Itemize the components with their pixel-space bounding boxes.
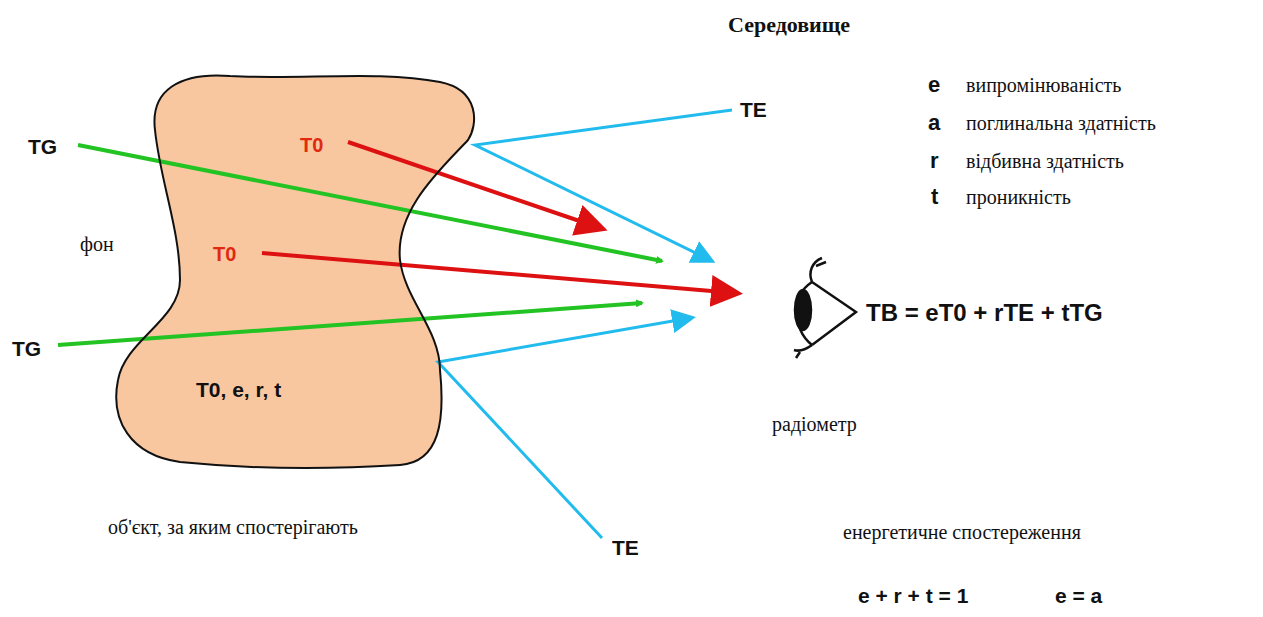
object-outline-path (116, 75, 474, 467)
balance-equation: e + r + t = 1 (858, 583, 968, 608)
symbol-letter: r (930, 148, 939, 174)
background-ray (78, 145, 662, 261)
environment-temperature: TE (612, 535, 639, 560)
observation-label: енергетичне спостереження (843, 520, 1081, 544)
emission-label: T0 (300, 133, 323, 157)
reflected-ray (438, 318, 690, 538)
symbol-letter: a (928, 110, 940, 136)
background-ray (58, 303, 642, 345)
symbol-meaning: поглинальна здатність (966, 111, 1156, 135)
emission-label: T0 (213, 242, 236, 266)
object-parameters: T0, e, r, t (196, 377, 281, 402)
background-temperature: TG (28, 134, 57, 159)
kirchhoff-equation: e = a (1055, 583, 1102, 608)
symbol-letter: t (931, 184, 938, 210)
symbol-meaning: відбивна здатність (966, 149, 1124, 173)
reflected-ray (475, 110, 732, 260)
brightness-formula: TB = eT0 + rTE + tTG (866, 299, 1103, 328)
background-temperature: TG (12, 336, 41, 361)
emitted-ray (348, 142, 600, 228)
environment-temperature: TE (740, 97, 767, 122)
object-fill (116, 75, 474, 467)
eye-symbol (794, 258, 856, 358)
symbol-meaning: випромінюваність (966, 73, 1121, 97)
radiometer-label: радіометр (772, 412, 857, 436)
symbol-meaning: проникність (966, 185, 1071, 209)
observed-object: T0T0T0, e, r, t (105, 65, 485, 475)
symbol-letter: e (928, 72, 940, 98)
background-label: фон (80, 232, 114, 256)
emitted-ray (262, 253, 735, 293)
object-label: об'єкт, за яким спостерігають (108, 515, 358, 539)
diagram-title: Середовище (728, 12, 850, 38)
object-outline (105, 65, 485, 475)
